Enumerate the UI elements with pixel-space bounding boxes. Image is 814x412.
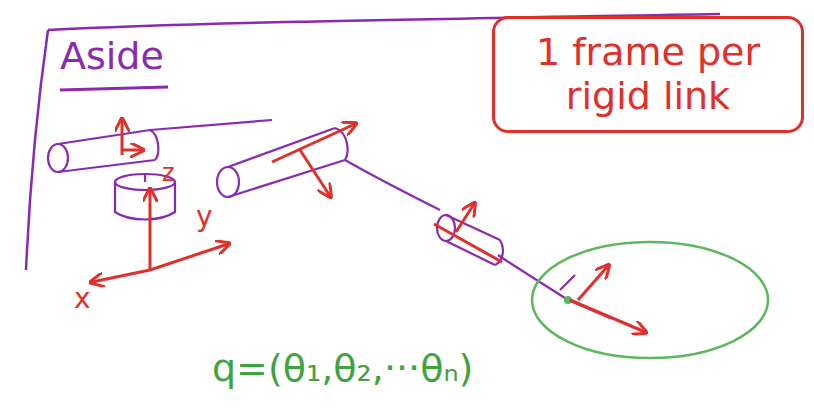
aside-underline	[60, 87, 168, 90]
coordinate-frame	[122, 120, 142, 155]
coordinate-frame	[434, 204, 502, 262]
axis-label: z	[162, 160, 175, 186]
axis-label: y	[196, 202, 213, 233]
aside-bracket	[26, 30, 48, 270]
link-cylinder	[217, 128, 440, 210]
coordinate-frame	[272, 124, 355, 196]
end-effector-circle	[532, 242, 768, 358]
note-text: 1 frame per rigid link	[513, 31, 783, 118]
aside-heading: Aside	[60, 36, 164, 78]
coordinate-frame	[570, 266, 645, 332]
link-cylinder	[48, 120, 272, 182]
end-effector	[560, 275, 610, 318]
joint-vector-formula: q=(θ₁,θ₂,···θₙ)	[212, 348, 473, 390]
axis-label: x	[74, 284, 91, 315]
coordinate-frame	[92, 190, 228, 282]
note-box: 1 frame per rigid link	[492, 16, 804, 133]
link-cylinder	[437, 215, 568, 300]
